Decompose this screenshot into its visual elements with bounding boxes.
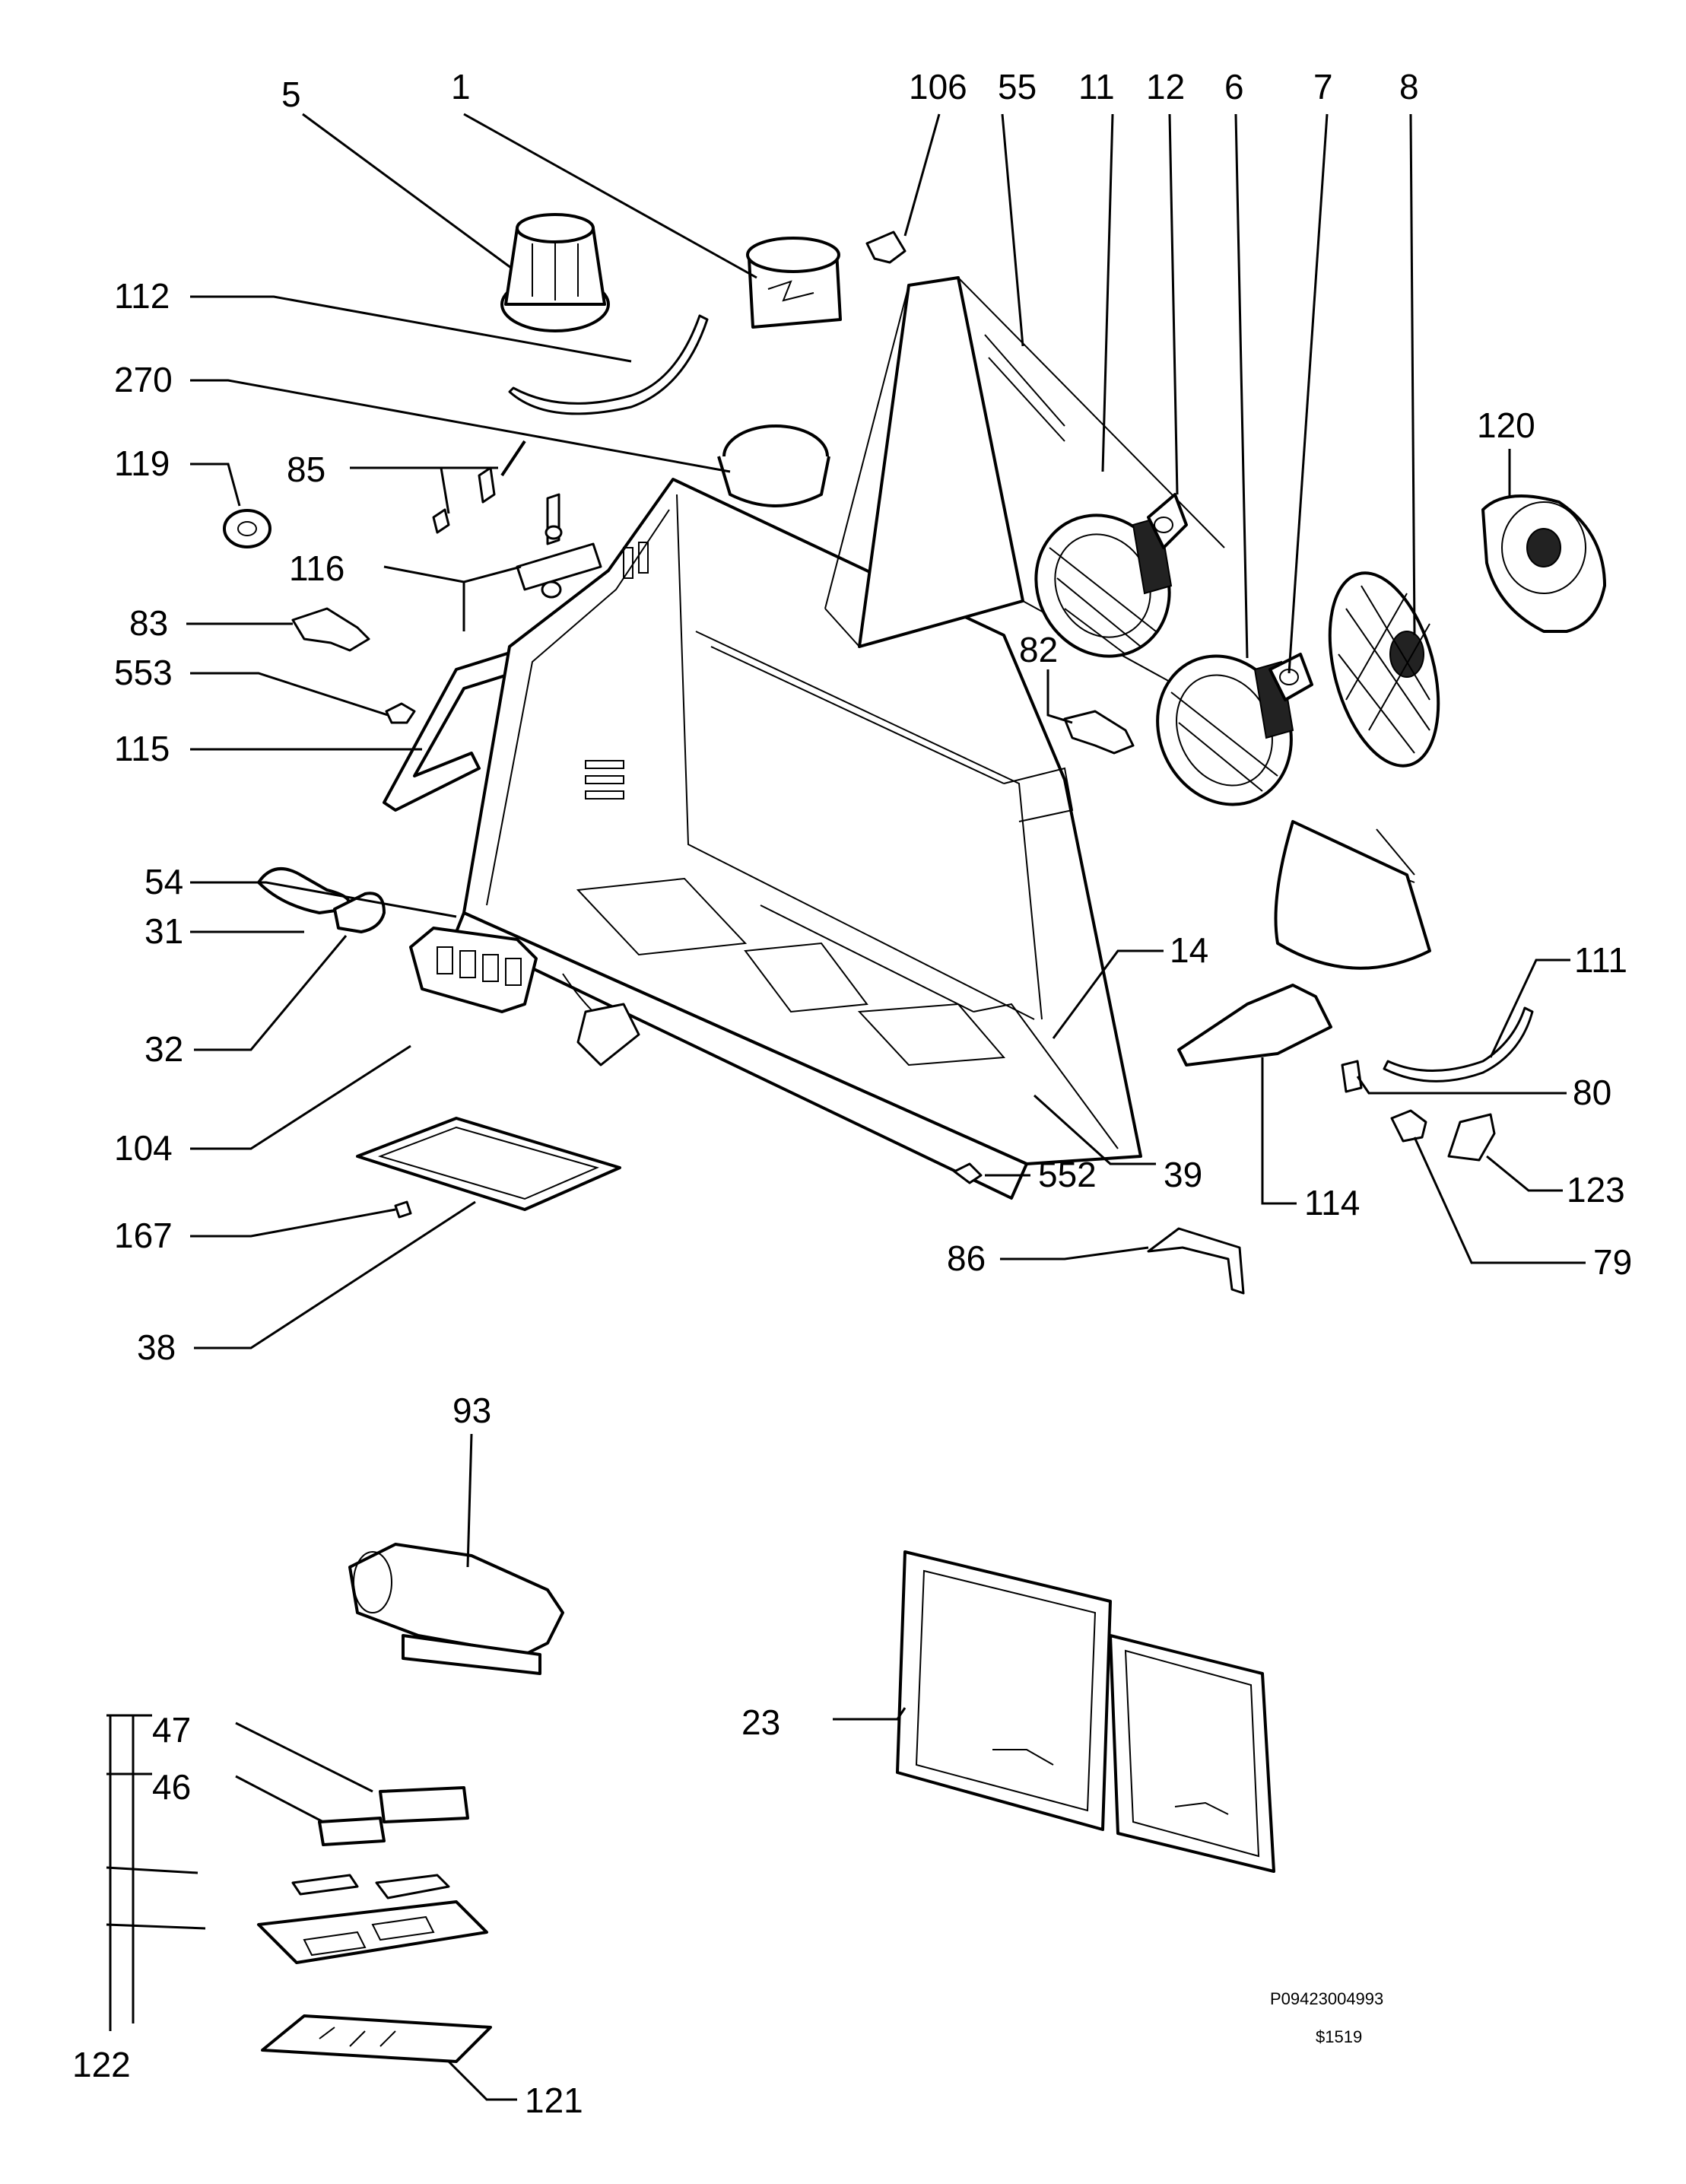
part-79-clip [1390,1109,1427,1143]
part-552-clip [953,1162,983,1184]
label-31: 31 [144,911,183,951]
label-106: 106 [909,67,967,106]
part-553-clip [385,702,416,724]
label-8: 8 [1399,67,1419,106]
callout-labels: 5 1 106 55 11 12 6 7 8 112 270 120 119 8… [72,67,1632,2120]
label-121: 121 [525,2081,583,2120]
label-23: 23 [741,1702,780,1742]
label-115: 115 [114,729,170,768]
label-11: 11 [1078,67,1115,106]
label-38: 38 [137,1327,176,1367]
label-6: 6 [1224,67,1244,106]
label-122: 122 [72,2045,131,2084]
label-114: 114 [1304,1183,1360,1222]
part-46-module [318,1817,386,1846]
part-270-collar [717,424,830,507]
label-32: 32 [144,1029,183,1069]
label-116: 116 [289,548,345,588]
part-93-light-unit [348,1543,564,1675]
part-1-flange [746,237,842,329]
switch-clips [291,1874,450,1899]
label-553: 553 [114,653,173,692]
label-104: 104 [114,1128,173,1168]
part-114-bracket [1177,984,1332,1067]
label-120: 120 [1477,405,1535,445]
part-121-cover-plate [261,2014,492,2063]
part-123-bracket [1447,1113,1496,1162]
part-167-screw [394,1200,412,1219]
label-47: 47 [152,1710,191,1750]
part-54-hood-body [455,478,1142,1200]
revision-code: $1519 [1316,2027,1362,2046]
part-112-strip [508,314,709,415]
leader-lines [106,113,1586,2101]
part-23-filter-panels [896,1550,1275,1873]
label-112: 112 [114,276,170,316]
label-54: 54 [144,862,183,901]
label-119: 119 [114,443,170,483]
label-1: 1 [451,67,471,106]
label-270: 270 [114,360,173,399]
part-32-bulb [333,892,386,933]
label-82: 82 [1019,630,1058,669]
label-123: 123 [1567,1170,1625,1210]
part-106-bracket [865,230,907,264]
label-86: 86 [947,1238,986,1278]
part-111-strip [1383,1006,1534,1082]
label-552: 552 [1038,1155,1097,1194]
label-55: 55 [998,67,1037,106]
part-120-carbon-filter [1481,494,1606,633]
part-80-clip [1341,1060,1363,1093]
part-31-lamp-holder [257,867,351,914]
label-7: 7 [1313,67,1333,106]
part-8-grille [1328,571,1440,768]
doc-number: P09423004993 [1270,1989,1383,2008]
label-14: 14 [1170,930,1208,970]
label-46: 46 [152,1767,191,1807]
part-83-clamp [291,607,370,652]
part-12-motor [1147,493,1188,549]
label-93: 93 [452,1391,491,1430]
part-82-clamp [1063,710,1135,755]
label-5: 5 [281,75,301,114]
part-119-knob [223,509,271,548]
part-47-module [379,1786,469,1823]
label-79: 79 [1593,1242,1632,1282]
power-cable [562,973,640,1067]
label-83: 83 [129,603,168,643]
part-116-bracket [516,493,602,599]
part-5-duct-connector [500,213,610,332]
part-86-bracket [1147,1227,1245,1295]
label-80: 80 [1573,1073,1611,1112]
part-104-lamp-cover [409,927,538,1013]
part-6-fan-wheel [1156,654,1294,806]
label-12: 12 [1146,67,1185,106]
label-111: 111 [1574,940,1627,980]
part-38-grease-filter [356,1117,621,1211]
part-85-pin [432,440,526,534]
label-167: 167 [114,1216,173,1255]
control-panel-plate [257,1900,488,1964]
label-39: 39 [1164,1155,1202,1194]
label-85: 85 [287,450,325,489]
